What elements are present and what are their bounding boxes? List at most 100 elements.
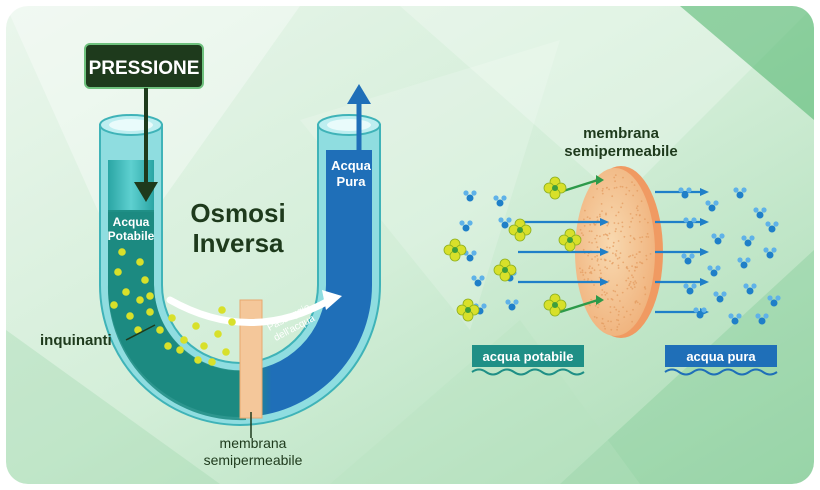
membrane-speck	[614, 180, 616, 183]
membrane-speck	[616, 294, 619, 297]
membrane-speck	[595, 316, 598, 319]
water-molecule	[481, 303, 487, 309]
membrane-speck	[600, 258, 602, 261]
membrane-speck	[581, 269, 584, 272]
membrane-speck	[604, 266, 607, 268]
pollutant-dot	[218, 306, 226, 314]
membrane-speck	[590, 298, 593, 301]
membrane-speck	[582, 274, 585, 276]
pollutant-molecule	[502, 267, 508, 273]
membrane-speck	[609, 306, 612, 308]
membrane-speck	[589, 217, 591, 220]
membrane-speck	[636, 205, 639, 208]
water-molecule	[506, 217, 512, 223]
pollutant-molecule	[552, 302, 558, 308]
water-molecule	[466, 194, 474, 202]
flow-arrowhead-out	[700, 248, 709, 256]
water-molecule	[763, 313, 769, 319]
pressure-indicator	[84, 43, 204, 202]
membrane-speck	[621, 225, 624, 228]
membrane-speck	[635, 207, 638, 210]
membrane-speck	[628, 255, 630, 258]
pollutant-dot	[136, 296, 144, 304]
water-molecule	[686, 187, 692, 193]
membrane-speck	[586, 216, 589, 219]
membrane-speck	[644, 218, 646, 221]
water-molecule	[508, 303, 516, 311]
membrane-speck	[592, 196, 595, 199]
membrane-speck	[605, 187, 608, 189]
membrane-speck	[614, 253, 617, 256]
membrane-speck	[600, 203, 603, 205]
membrane-speck	[617, 314, 620, 316]
membrane-speck	[620, 230, 622, 233]
pollutant-dots	[110, 248, 236, 366]
membrane-speck	[598, 303, 600, 306]
membrane-speck	[588, 267, 591, 270]
membrane-speck	[619, 185, 622, 188]
membrane-speck	[632, 281, 635, 284]
membrane-speck	[629, 255, 632, 257]
membrane-speck	[631, 287, 634, 290]
water-molecule	[467, 220, 473, 226]
pressure-label: PRESSIONE	[89, 58, 200, 79]
membrane-speck	[610, 328, 613, 331]
pollutant-molecule	[517, 227, 523, 233]
water-molecule	[710, 269, 718, 277]
pollutant-dot	[110, 301, 118, 309]
left-caption: acqua potabile	[482, 349, 573, 364]
outflow-arrow	[347, 84, 371, 160]
membrane-speck	[591, 242, 593, 244]
pollutant-dot	[134, 326, 142, 334]
membrane-speck	[616, 284, 618, 287]
water-molecule	[691, 283, 697, 289]
reject-arrow	[559, 298, 599, 314]
water-molecule	[471, 190, 477, 196]
membrane-speck	[596, 246, 599, 249]
membrane-speck	[607, 298, 609, 300]
membrane-speck	[598, 276, 601, 279]
membrane-speck	[603, 325, 606, 328]
membrane-speck	[628, 189, 631, 192]
membrane-speck	[609, 311, 612, 314]
water-molecule	[755, 313, 761, 319]
membrane-speck	[628, 284, 630, 287]
water-molecule	[691, 217, 697, 223]
water-molecule	[711, 233, 717, 239]
membrane-speck	[641, 236, 644, 239]
water-molecule	[705, 200, 711, 206]
membrane-speck	[632, 308, 634, 311]
membrane-speck	[589, 265, 591, 268]
right-membrane-diagram	[575, 166, 663, 338]
membrane-speck	[602, 234, 605, 236]
membrane-speck	[630, 220, 632, 223]
membrane-speck	[604, 327, 606, 330]
membrane-speck	[631, 254, 634, 257]
membrane-speck	[628, 282, 631, 285]
membrane-speck	[588, 241, 591, 244]
membrane-speck	[636, 262, 638, 264]
membrane-speck	[631, 181, 633, 184]
membrane-speck	[620, 206, 622, 209]
membrane-speck	[640, 240, 643, 243]
water-molecule	[744, 239, 752, 247]
membrane-speck	[583, 225, 586, 227]
water-molecule	[501, 221, 509, 229]
membrane-speck	[596, 254, 598, 257]
membrane-speck	[626, 266, 628, 268]
membrane-speck	[583, 278, 586, 281]
membrane-speck	[599, 235, 601, 238]
water-molecule	[761, 207, 767, 213]
water-molecule	[765, 221, 771, 227]
membrane-speck	[608, 246, 611, 249]
membrane-speck	[589, 223, 592, 226]
pollutant-dot	[146, 292, 154, 300]
water-molecule	[479, 275, 485, 281]
membrane-speck	[610, 320, 612, 323]
membrane-speck	[636, 189, 639, 192]
water-molecule	[733, 187, 739, 193]
water-molecule	[686, 287, 694, 295]
membrane-speck	[622, 261, 625, 264]
membrane-speck	[580, 232, 583, 235]
